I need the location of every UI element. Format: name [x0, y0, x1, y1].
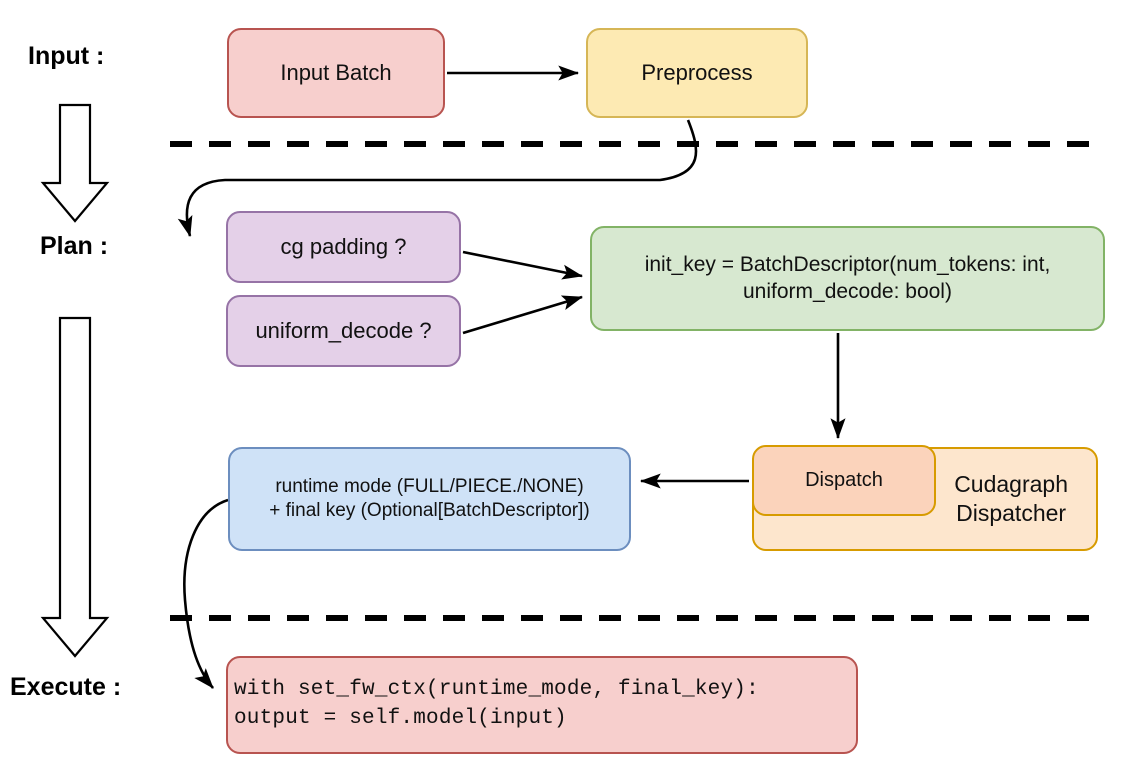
node-cg-padding[interactable]: cg padding ?: [226, 211, 461, 283]
plan-to-execute-arrow: [40, 316, 110, 658]
node-init-key-label: init_key = BatchDescriptor(num_tokens: i…: [644, 252, 1051, 303]
node-dispatch[interactable]: Dispatch: [752, 445, 936, 516]
stage-label-plan: Plan :: [40, 232, 109, 260]
node-execute-code[interactable]: with set_fw_ctx(runtime_mode, final_key)…: [226, 656, 858, 754]
node-init-key[interactable]: init_key = BatchDescriptor(num_tokens: i…: [590, 226, 1105, 331]
edge-uniform-decode-to-init-key: [462, 295, 583, 335]
node-input-batch[interactable]: Input Batch: [227, 28, 445, 118]
stage-label-execute: Execute :: [10, 673, 122, 701]
node-uniform-decode-label: uniform_decode ?: [255, 317, 432, 343]
node-preprocess-label: Preprocess: [641, 59, 753, 85]
node-uniform-decode[interactable]: uniform_decode ?: [226, 295, 461, 367]
input-to-plan-arrow: [40, 103, 110, 223]
node-preprocess[interactable]: Preprocess: [586, 28, 808, 118]
node-input-batch-label: Input Batch: [280, 59, 392, 85]
stage-label-input: Input :: [28, 42, 105, 70]
node-cudagraph-dispatcher-label: Cudagraph Dispatcher: [954, 470, 1068, 526]
node-runtime-mode[interactable]: runtime mode (FULL/PIECE./NONE) + final …: [228, 447, 631, 551]
edge-cg-padding-to-init-key: [462, 250, 584, 280]
node-cg-padding-label: cg padding ?: [280, 233, 407, 259]
node-execute-code-label: with set_fw_ctx(runtime_mode, final_key)…: [234, 678, 759, 730]
node-runtime-mode-label: runtime mode (FULL/PIECE./NONE) + final …: [269, 475, 590, 521]
node-dispatch-label: Dispatch: [805, 468, 883, 491]
edge-runtime-mode-to-execute-code: [183, 498, 229, 689]
